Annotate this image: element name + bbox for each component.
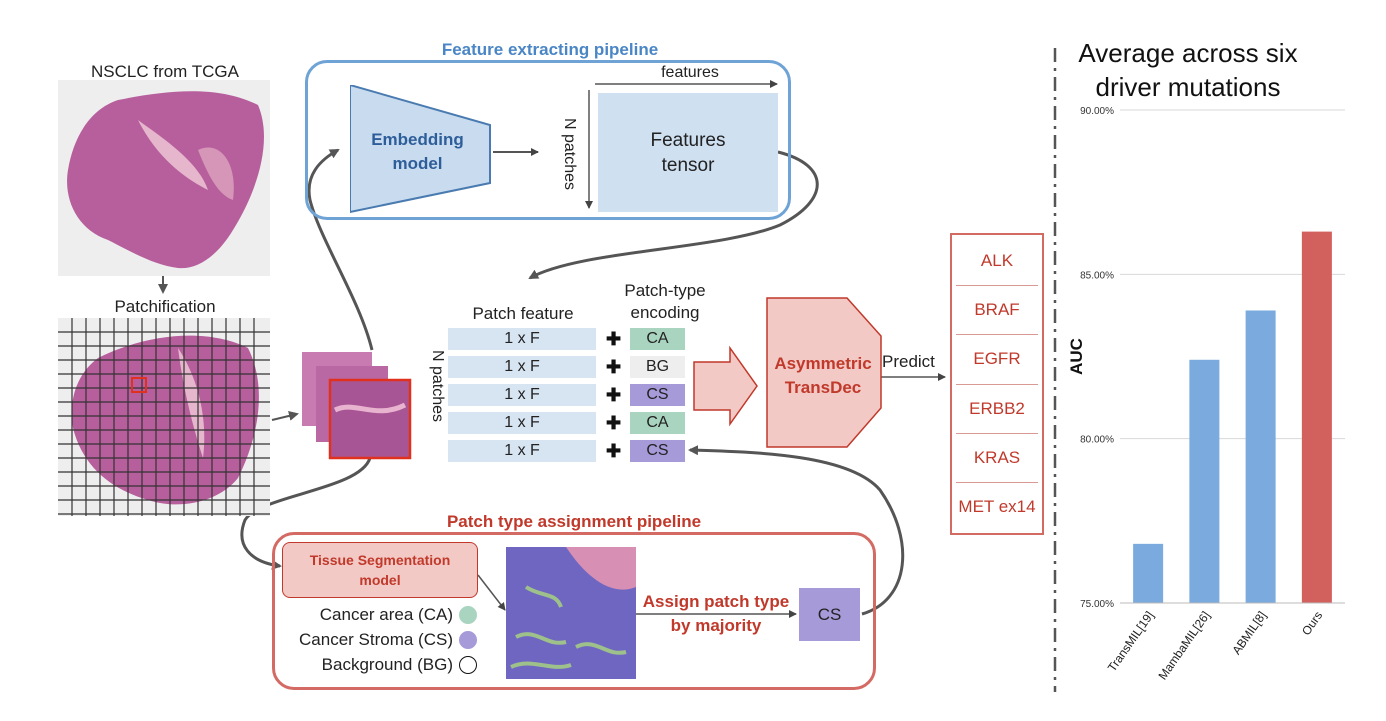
patch-type-header: Patch-type encoding [605,280,725,324]
y-tick-label: 80.00% [1080,435,1114,446]
tensor-line1: Features [650,129,726,151]
patch-rows: 1 x F ✚ CA 1 x F ✚ BG 1 x F ✚ CS 1 x F ✚ CA 1 x F ✚ CS [448,328,688,468]
legend-label: Background (BG) [321,655,453,674]
auc-bar-chart: 75.00% 80.00% 85.00% 90.00% TransMIL[19]Mamb… [1067,106,1345,683]
transdec-shape [766,297,882,448]
tensor-axes [585,80,778,209]
feature-pipeline-box [305,60,791,220]
chart-title: Average across six driver mutations [1066,36,1310,104]
tensor-n-patches-text: N patches [561,118,578,191]
assign-line2: by majority [670,616,762,635]
mutation-item: KRAS [956,434,1038,483]
chart-title-line1: Average across six [1078,38,1298,68]
selected-patch-marker [131,377,147,393]
patch-type-tag: CA [630,328,685,350]
rows-n-patches-text: N patches [429,350,446,423]
features-axis-label: features [661,64,719,81]
patchification-title: Patchification [114,297,216,316]
legend-label: Cancer area (CA) [319,605,453,624]
assign-majority-label: Assign patch type by majority [634,590,798,638]
x-tick-label: ABMIL[8] [1229,609,1269,657]
patch-type-tag: CS [630,384,685,406]
y-tick-label: 90.00% [1080,106,1114,117]
mutation-item: ERBB2 [956,385,1038,434]
wsi-thumbnail [58,80,270,276]
patch-type-tag: CA [630,412,685,434]
legend-label: Cancer Stroma (CS) [299,630,453,649]
legend-swatch-icon [459,631,477,649]
patch-type-tag: CS [630,440,685,462]
legend-item: Background (BG) [282,653,477,677]
patch-feature-row: 1 x F [448,328,596,350]
patch-type-header-line1: Patch-type [624,281,706,300]
mutation-item: ALK [956,237,1038,287]
y-tick-label: 85.00% [1080,270,1114,281]
patch-type-header-line2: encoding [630,303,700,322]
bar [1301,231,1332,603]
mutation-item: EGFR [956,335,1038,385]
y-axis-label: AUC [1067,338,1086,375]
features-tensor: Features tensor [598,93,778,212]
plus-icon: ✚ [606,357,622,377]
tensor-line2: tensor [661,154,715,176]
block-arrow [693,345,758,427]
embedding-model-label: Embedding model [355,128,480,176]
plus-icon: ✚ [606,329,622,349]
tensor-to-features-arrow [528,150,819,280]
seg-model-line1: Tissue Segmentation [309,552,451,568]
embedding-model-line2: model [392,154,443,173]
plus-icon: ✚ [606,441,622,461]
x-tick-label: Ours [1299,609,1325,638]
patch-type-tag: BG [630,356,685,378]
patch-stack [302,352,412,460]
grid-to-patches-arrow [271,411,299,421]
bar [1133,543,1164,603]
chart-title-line2: driver mutations [1095,72,1281,102]
slide-title: NSCLC from TCGA [91,62,239,81]
legend-item: Cancer area (CA) [282,603,477,627]
assignment-pipeline-title: Patch type assignment pipeline [446,512,702,531]
seg-model-line2: model [359,572,401,588]
segmentation-model-box: Tissue Segmentation model [282,542,478,598]
cs-to-tag-arrow [688,445,905,616]
feature-pipeline-title: Feature extracting pipeline [441,40,659,59]
legend-swatch-icon [459,656,477,674]
patch-feature-row: 1 x F [448,384,596,406]
bar [1245,310,1276,603]
rows-n-patches-label: N patches [428,350,446,422]
transdec-line1: Asymmetric [774,354,872,373]
patch-feature-row: 1 x F [448,440,596,462]
transdec-line2: TransDec [784,378,862,397]
legend-swatch-icon [459,606,477,624]
patch-feature-row: 1 x F [448,412,596,434]
mutation-item: MET ex14 [958,496,1036,516]
assignment-pipeline-box [272,532,876,690]
embedding-model-line1: Embedding [371,130,464,149]
assigned-type-box: CS [799,588,860,641]
seg-to-image-arrow [477,574,506,611]
patch-feature-header: Patch feature [472,304,574,323]
segmentation-image [506,547,636,679]
bar [1189,359,1220,603]
mutation-item: BRAF [956,286,1038,336]
plus-icon: ✚ [606,413,622,433]
patch-feature-row: 1 x F [448,356,596,378]
x-tick-label: MambaMIL[26] [1155,609,1212,683]
legend-item: Cancer Stroma (CS) [282,628,477,652]
embedding-model-shape [350,85,491,213]
transdec-label: Asymmetric TransDec [765,352,881,400]
plus-icon: ✚ [606,385,622,405]
patch-grid [58,318,270,516]
y-tick-label: 75.00% [1080,599,1114,610]
predict-label: Predict [882,352,935,371]
assign-line1: Assign patch type [642,592,790,611]
x-tick-label: TransMIL[19] [1105,609,1157,675]
